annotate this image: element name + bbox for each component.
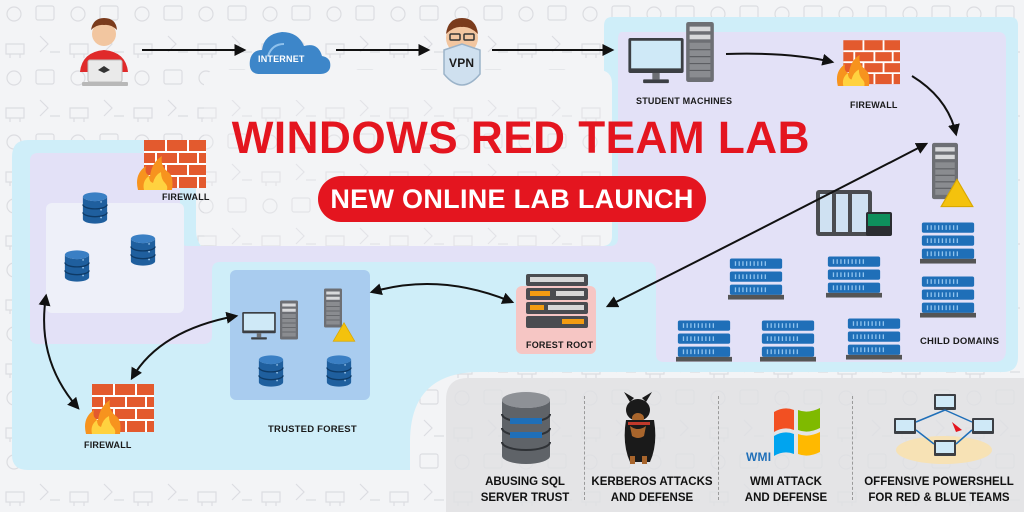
course-powershell: OFFENSIVE POWERSHELL FOR RED & BLUE TEAM… (856, 474, 1022, 506)
database-icon (64, 250, 90, 282)
child-domains-label: CHILD DOMAINS (920, 336, 1000, 347)
child-domain-server-icon (760, 320, 816, 362)
child-domain-server-icon (728, 258, 784, 300)
course-divider (584, 396, 585, 500)
course-line: FOR RED & BLUE TEAMS (868, 492, 1010, 504)
database-cluster-panel (46, 203, 184, 313)
database-icon (82, 192, 108, 224)
course-wmi: WMI ATTACK AND DEFENSE (724, 474, 848, 506)
vpn-avatar-icon (443, 18, 481, 86)
firewall-top-label: FIREWALL (850, 100, 898, 110)
launch-badge: NEW ONLINE LAB LAUNCH (318, 176, 706, 222)
vpn-label: VPN (449, 56, 475, 70)
internet-label: INTERNET (258, 54, 305, 64)
firewall-left-icon (136, 140, 206, 191)
child-domain-server-icon (676, 320, 732, 362)
student-machines-label: STUDENT MACHINES (636, 96, 733, 106)
arrow-firewall-databases (38, 293, 80, 410)
course-line: KERBEROS ATTACKS (591, 476, 713, 488)
course-line: SERVER TRUST (480, 492, 570, 504)
arrow-trusted-firewall (130, 311, 239, 381)
course-divider (718, 396, 719, 500)
arrow-forestroot-trusted (369, 283, 515, 304)
network-icon (894, 394, 994, 464)
firewall-bottom-label: FIREWALL (84, 440, 132, 450)
course-line: AND DEFENSE (744, 492, 828, 504)
windows-logo-icon (774, 408, 820, 456)
child-domain-server-icon (920, 276, 976, 318)
firewall-left-label: FIREWALL (162, 192, 210, 202)
course-kerberos: KERBEROS ATTACKS AND DEFENSE (588, 474, 716, 506)
course-line: WMI ATTACK (750, 476, 822, 488)
course-sql-trust: ABUSING SQL SERVER TRUST (470, 474, 580, 506)
arrow-firewall-server (911, 75, 960, 137)
firewall-top-icon (836, 40, 900, 87)
forest-root-server-icon (526, 274, 588, 328)
internet-cloud-icon (249, 32, 331, 74)
forest-root-label: FOREST ROOT (526, 340, 594, 350)
database-icon (501, 392, 551, 464)
dog-icon (624, 392, 656, 464)
wmi-logo-text: WMI (746, 450, 772, 464)
child-domain-server-icon (920, 222, 976, 264)
page-title: WINDOWS RED TEAM LAB (231, 112, 810, 163)
course-line: AND DEFENSE (610, 492, 694, 504)
arrow-childdomain-forestroot (605, 142, 929, 308)
child-domain-server-icon (846, 318, 902, 360)
child-domain-server-icon (826, 256, 882, 298)
user-icon (80, 18, 128, 86)
course-line: ABUSING SQL (485, 476, 565, 488)
database-icon (130, 234, 156, 266)
course-divider (852, 396, 853, 500)
arrow-student-firewall (725, 52, 835, 66)
trusted-forest-label: TRUSTED FOREST (268, 424, 357, 435)
firewall-bottom-icon (84, 384, 154, 435)
course-line: OFFENSIVE POWERSHELL (864, 476, 1014, 488)
